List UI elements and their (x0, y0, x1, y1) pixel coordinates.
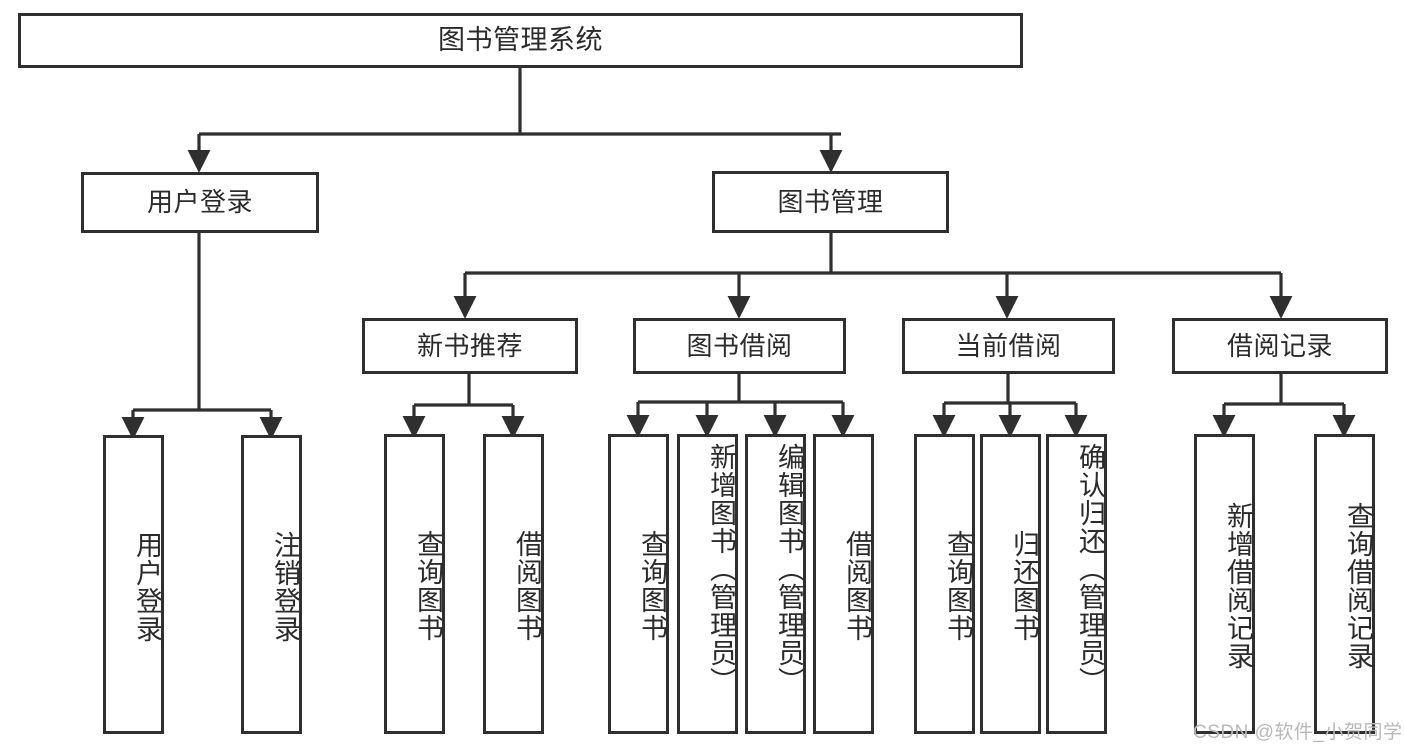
leaf-current-return-book[interactable]: 归还图书 (980, 434, 1041, 734)
leaf-record-query-borrow-record[interactable]: 查询借阅记录 (1314, 434, 1375, 734)
leaf-borrow-add-book-admin[interactable]: 新增图书（管理员） (677, 434, 738, 734)
node-root-book-management-system[interactable]: 图书管理系统 (18, 13, 1023, 68)
node-borrow-record[interactable]: 借阅记录 (1172, 318, 1388, 374)
leaf-new-book-borrow[interactable]: 借阅图书 (483, 434, 544, 734)
leaf-label: 用户登录 (132, 530, 162, 643)
leaf-user-login-login[interactable]: 用户登录 (103, 435, 164, 734)
node-new-book-recommend[interactable]: 新书推荐 (362, 318, 578, 374)
node-label: 图书管理 (777, 186, 884, 217)
leaf-label: 新增借阅记录 (1223, 502, 1253, 670)
leaf-borrow-borrow-book[interactable]: 借阅图书 (813, 434, 874, 734)
leaf-label: 借阅图书 (512, 530, 542, 642)
node-book-management[interactable]: 图书管理 (712, 171, 949, 233)
leaf-label: 查询图书 (413, 530, 443, 642)
leaf-label: 查询借阅记录 (1343, 502, 1373, 670)
leaf-label: 查询图书 (637, 530, 667, 642)
node-label: 图书借阅 (686, 330, 793, 361)
leaf-label: 注销登录 (270, 530, 300, 643)
leaf-borrow-query-book[interactable]: 查询图书 (608, 434, 669, 734)
node-book-borrow[interactable]: 图书借阅 (633, 318, 846, 374)
leaf-new-book-query[interactable]: 查询图书 (384, 434, 445, 734)
csdn-watermark: CSDN @软件_小贺同学 (1193, 722, 1403, 743)
leaf-label: 借阅图书 (842, 530, 872, 642)
node-label: 图书管理系统 (438, 24, 603, 55)
leaf-label: 确认归还（管理员） (1075, 443, 1105, 695)
node-label: 当前借阅 (955, 330, 1062, 361)
node-user-login[interactable]: 用户登录 (81, 172, 319, 233)
node-label: 借阅记录 (1226, 330, 1333, 361)
node-label: 用户登录 (146, 187, 253, 218)
leaf-current-query-book[interactable]: 查询图书 (914, 434, 975, 734)
leaf-label: 编辑图书（管理员） (774, 443, 804, 695)
leaf-current-confirm-return-admin[interactable]: 确认归还（管理员） (1046, 434, 1107, 734)
leaf-record-add-borrow-record[interactable]: 新增借阅记录 (1194, 434, 1255, 734)
leaf-label: 新增图书（管理员） (706, 443, 736, 695)
node-label: 新书推荐 (416, 330, 523, 361)
leaf-label: 归还图书 (1009, 530, 1039, 642)
leaf-user-login-logout[interactable]: 注销登录 (241, 435, 302, 734)
leaf-borrow-edit-book-admin[interactable]: 编辑图书（管理员） (745, 434, 806, 734)
node-current-borrow[interactable]: 当前借阅 (902, 318, 1115, 374)
leaf-label: 查询图书 (943, 530, 973, 642)
